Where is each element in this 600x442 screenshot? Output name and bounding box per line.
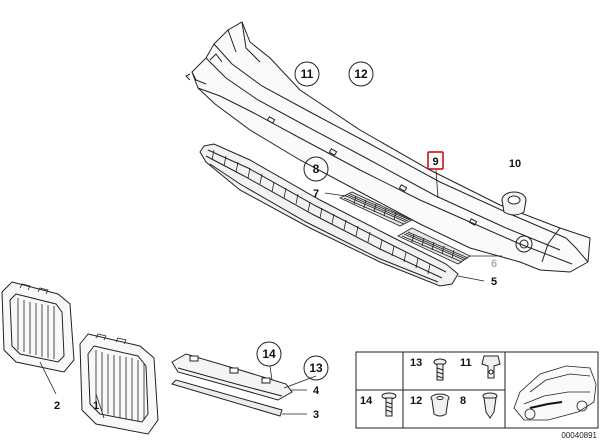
callout-13: 13	[303, 355, 329, 381]
kidney-grille-left	[1, 281, 75, 373]
legend-item-11: 11	[460, 355, 501, 379]
svg-text:14: 14	[360, 395, 373, 407]
callout-4: 4	[313, 385, 320, 397]
svg-text:8: 8	[460, 395, 466, 407]
grommet-part	[501, 191, 527, 216]
legend-item-14: 14	[360, 392, 397, 417]
trim-strip	[171, 379, 283, 417]
callout-6: 6	[491, 258, 497, 270]
svg-text:11: 11	[301, 67, 314, 81]
air-grille-right	[397, 227, 471, 265]
cowl-round-opening	[515, 235, 533, 253]
mounting-bracket	[171, 353, 293, 401]
callout-8: 8	[303, 156, 329, 182]
screw-icon	[433, 358, 447, 381]
svg-text:13: 13	[309, 361, 323, 375]
callout-2: 2	[54, 400, 60, 412]
svg-text:12: 12	[354, 67, 368, 81]
leader-lines	[39, 169, 502, 419]
legend-item-13: 13	[410, 357, 447, 381]
svg-text:8: 8	[313, 162, 320, 176]
callout-14: 14	[256, 341, 282, 367]
svg-text:12: 12	[410, 395, 422, 407]
car-location-thumbnail-icon	[513, 365, 597, 421]
air-grille-left	[339, 191, 413, 227]
legend-item-8: 8	[460, 392, 498, 419]
callout-5: 5	[491, 276, 497, 288]
callout-12: 12	[348, 61, 374, 87]
callout-3: 3	[313, 409, 319, 421]
svg-text:13: 13	[410, 357, 422, 369]
legend-item-12: 12	[410, 393, 450, 417]
svg-text:9: 9	[432, 156, 438, 168]
callout-1: 1	[93, 400, 99, 412]
clip-nut-icon	[481, 355, 501, 379]
cowl-panel	[185, 21, 591, 273]
screw-washer-icon	[381, 392, 397, 417]
svg-text:14: 14	[262, 347, 276, 361]
callout-11: 11	[294, 61, 320, 87]
expanding-nut-icon	[430, 393, 450, 417]
callout-7: 7	[313, 188, 319, 200]
callout-9-highlighted: 9	[427, 151, 444, 170]
plastic-rivet-icon	[482, 392, 498, 419]
seal-strip	[199, 143, 459, 287]
callout-10: 10	[509, 158, 521, 170]
document-number: 00040891	[561, 431, 597, 440]
svg-text:11: 11	[460, 357, 472, 369]
kidney-grille-right	[79, 333, 159, 435]
